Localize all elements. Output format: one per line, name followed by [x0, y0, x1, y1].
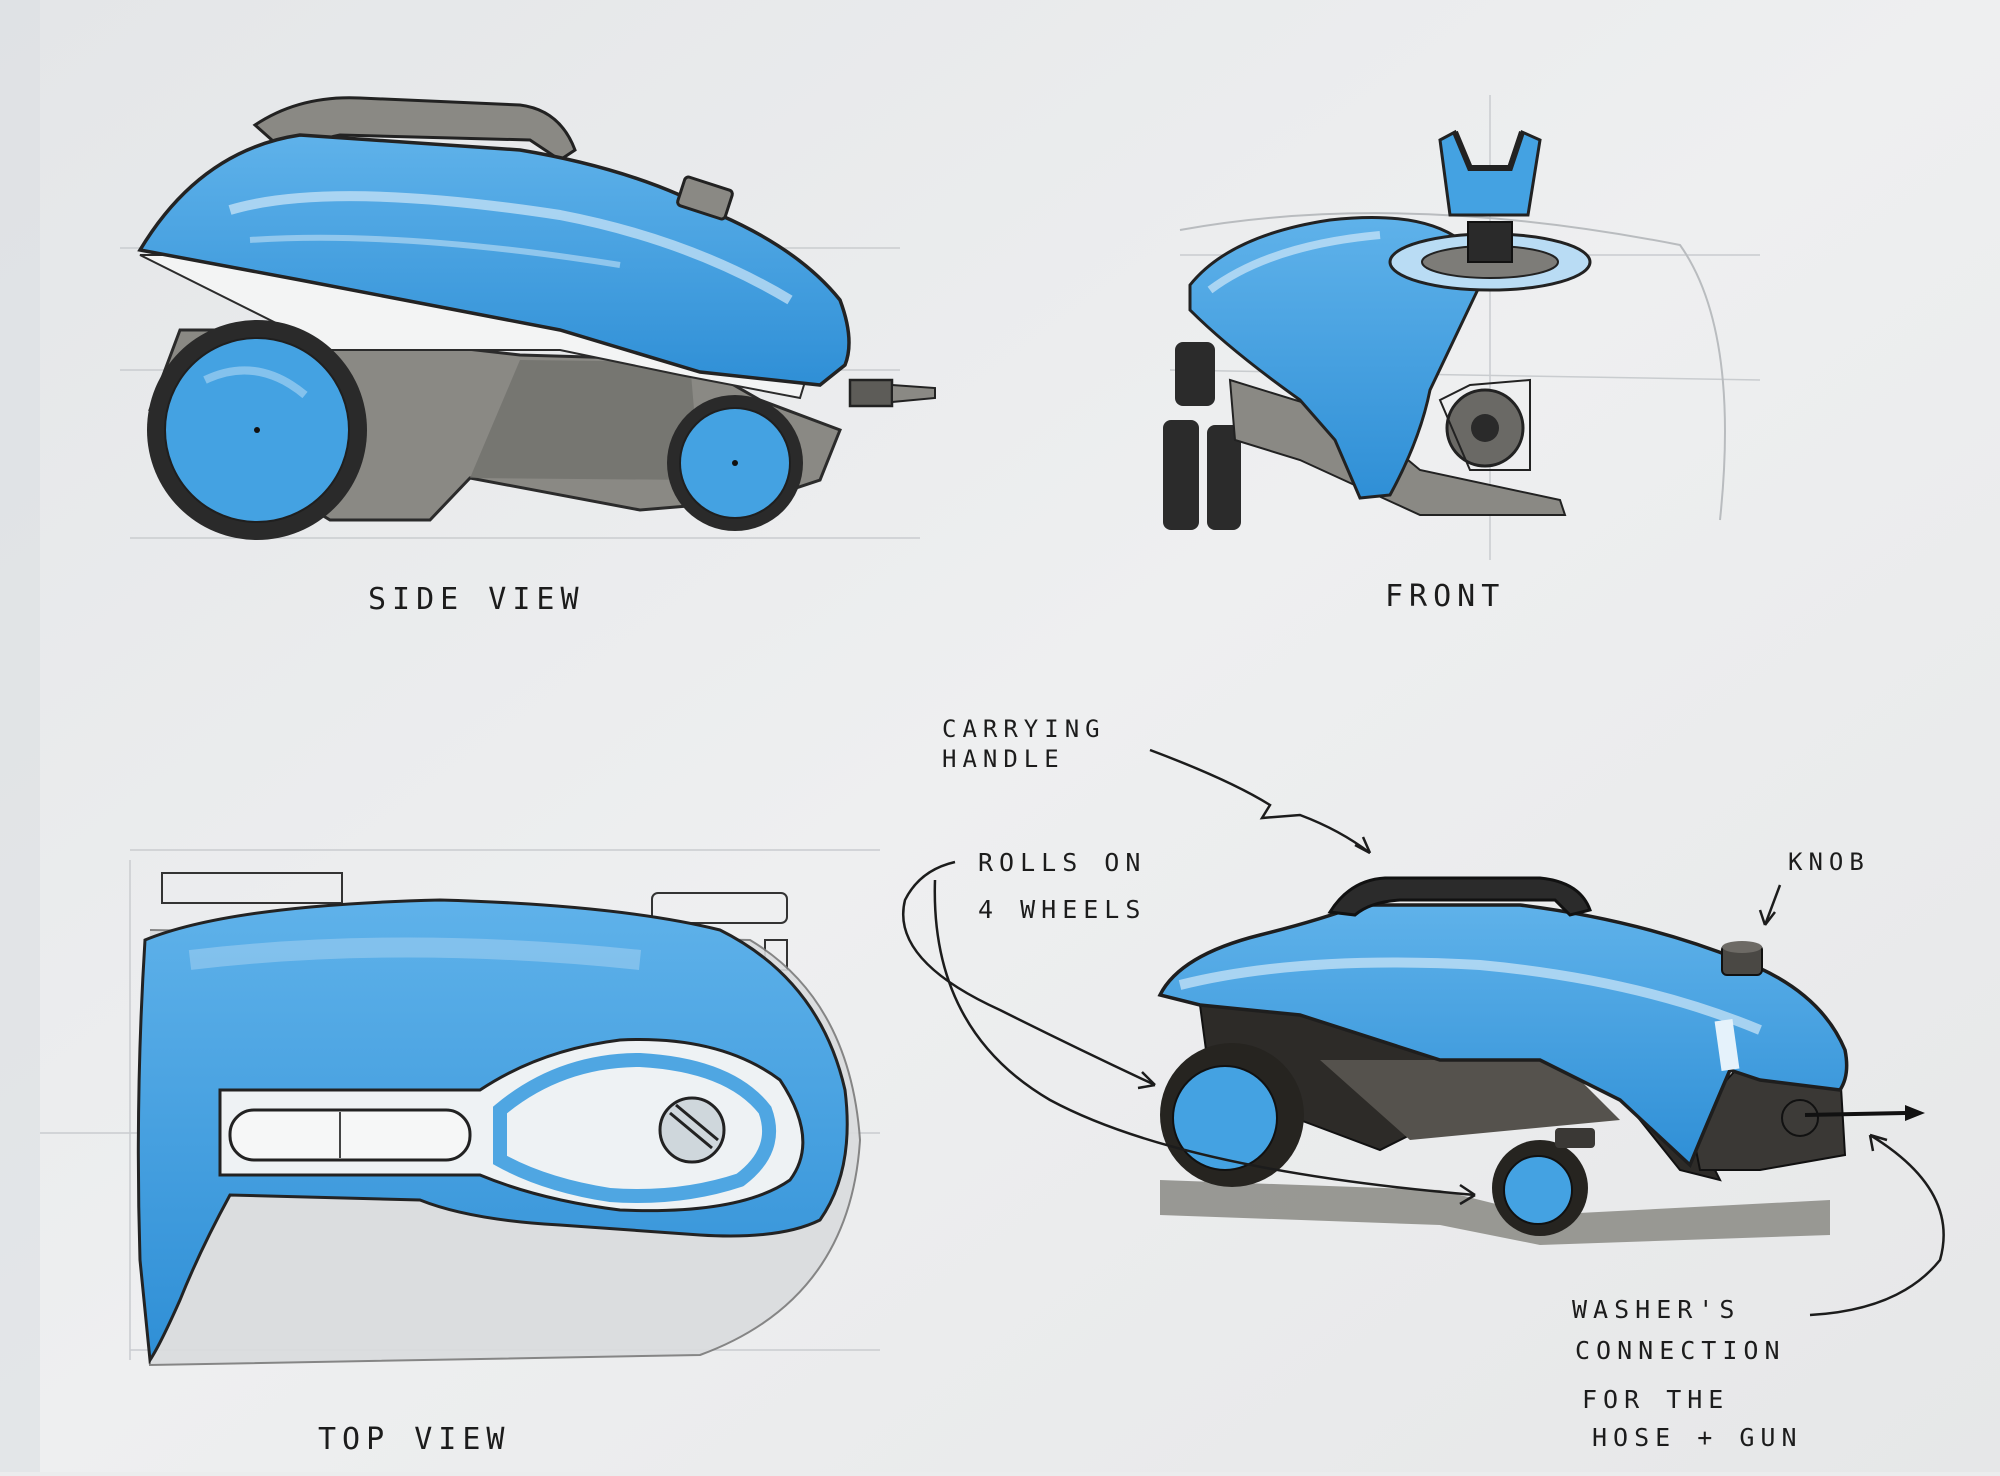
- perspective-ground-shadow: [1160, 1180, 1830, 1245]
- top-view-label: TOP VIEW: [318, 1422, 511, 1457]
- front-knob: [1467, 221, 1513, 263]
- side-nozzle: [848, 378, 894, 408]
- callout-leader-lines: [902, 748, 1945, 1317]
- paper-edge-shadow: [0, 0, 40, 1472]
- perspective-carrying-handle: [1327, 876, 1592, 917]
- callout-carrying-handle-line1: CARRYING: [942, 715, 1106, 743]
- front-blue-shell: [1188, 216, 1482, 500]
- callout-knob: KNOB: [1788, 848, 1870, 876]
- top-handle-slot: [228, 1108, 472, 1162]
- top-inner-recess: [218, 1038, 805, 1213]
- callout-carrying-handle-line2: HANDLE: [942, 745, 1065, 773]
- side-view-sketch: [137, 96, 936, 540]
- front-wheel-right: [1207, 425, 1241, 530]
- side-knob: [676, 175, 734, 221]
- front-wheel-left: [1163, 420, 1199, 530]
- callout-connection-line1: WASHER'S: [1572, 1295, 1741, 1324]
- callout-connection-line4: HOSE + GUN: [1592, 1423, 1803, 1452]
- front-view-sketch: [1163, 129, 1726, 530]
- callout-connection-line2: CONNECTION: [1575, 1336, 1786, 1365]
- perspective-view-sketch: [1157, 876, 1925, 1245]
- callout-connection-line3: FOR THE: [1582, 1385, 1730, 1414]
- top-view-sketch: [136, 872, 862, 1367]
- side-view-label: SIDE VIEW: [368, 582, 585, 617]
- perspective-connection-port: [1781, 1099, 1819, 1137]
- front-wheel-upper: [1175, 342, 1215, 406]
- callout-rolls-line1: ROLLS ON: [978, 848, 1147, 877]
- callout-rolls-line2: 4 WHEELS: [978, 895, 1147, 924]
- front-view-label: FRONT: [1385, 579, 1506, 614]
